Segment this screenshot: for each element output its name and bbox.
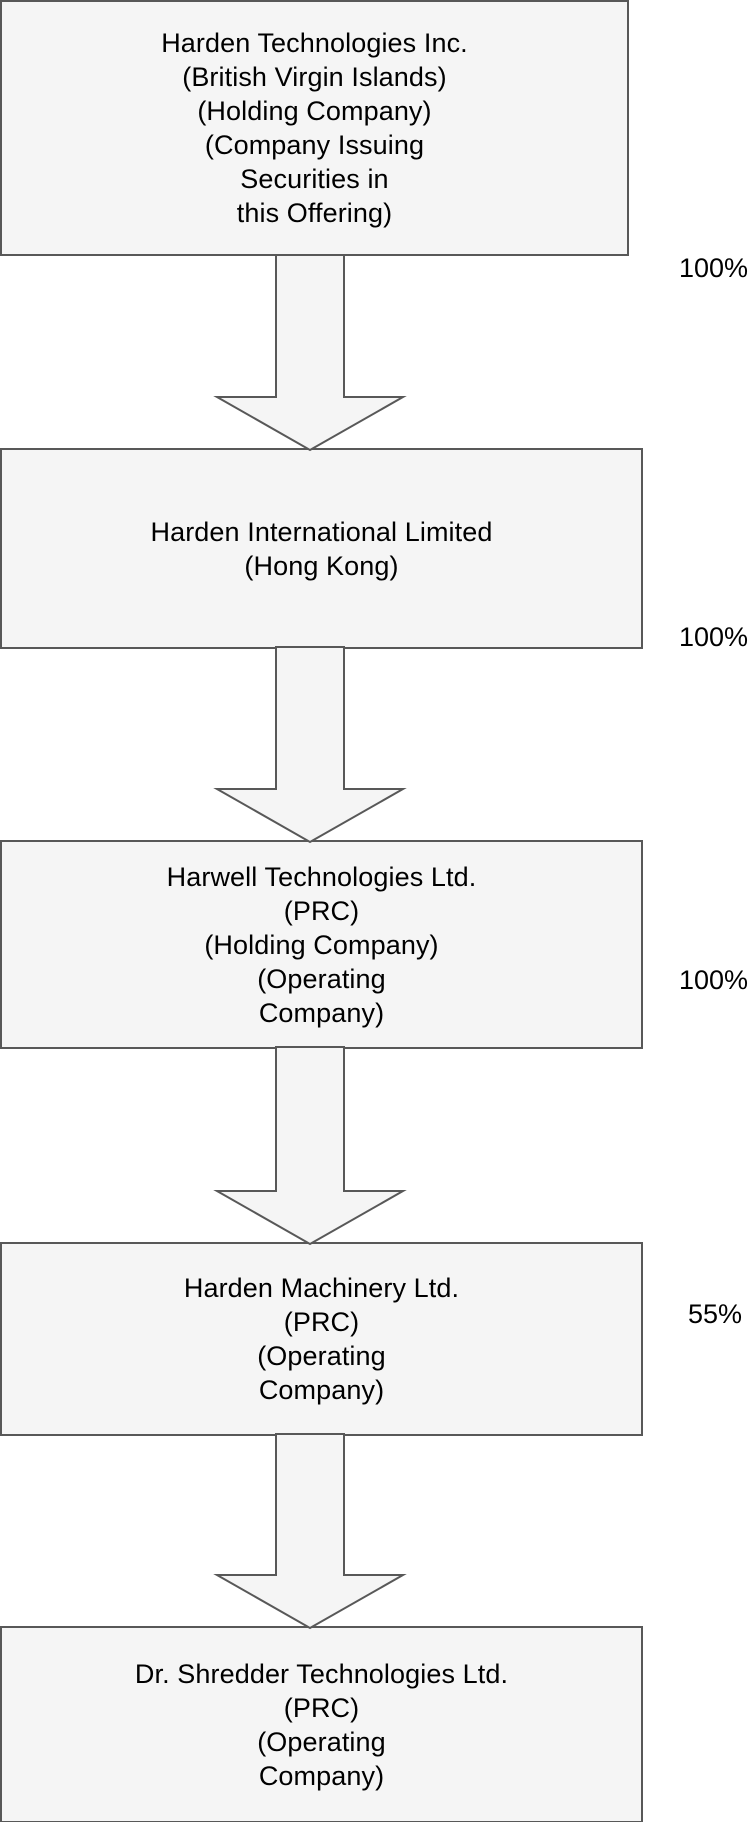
ownership-percentage-label-1: 100% <box>678 622 748 652</box>
entity-label: Harden Machinery Ltd. (PRC) (Operating C… <box>183 1273 460 1405</box>
entity-label: Dr. Shredder Technologies Ltd. (PRC) (Op… <box>134 1658 509 1791</box>
ownership-percentage-label-3: 55% <box>687 1299 742 1329</box>
down-arrow-icon-connection-2 <box>213 1046 407 1246</box>
ownership-percentage-label-0: 100% <box>678 253 748 283</box>
entity-label: Harden International Limited (Hong Kong) <box>150 516 493 581</box>
down-arrow-icon-connection-0 <box>213 254 407 452</box>
ownership-percentage-label-2: 100% <box>678 965 748 995</box>
down-arrow-icon-connection-3 <box>213 1433 407 1630</box>
entity-box-harden-international-limited: Harden International Limited (Hong Kong) <box>0 448 643 649</box>
entity-box-harden-machinery-ltd: Harden Machinery Ltd. (PRC) (Operating C… <box>0 1242 643 1436</box>
entity-box-harwell-technologies-ltd: Harwell Technologies Ltd. (PRC) (Holding… <box>0 840 643 1049</box>
entity-box-harden-technologies-inc: Harden Technologies Inc. (British Virgin… <box>0 0 629 256</box>
down-arrow-icon-connection-1 <box>213 646 407 844</box>
entity-label: Harwell Technologies Ltd. (PRC) (Holding… <box>166 861 477 1028</box>
entity-box-dr-shredder-technologies-ltd: Dr. Shredder Technologies Ltd. (PRC) (Op… <box>0 1626 643 1822</box>
entity-label: Harden Technologies Inc. (British Virgin… <box>161 28 468 228</box>
